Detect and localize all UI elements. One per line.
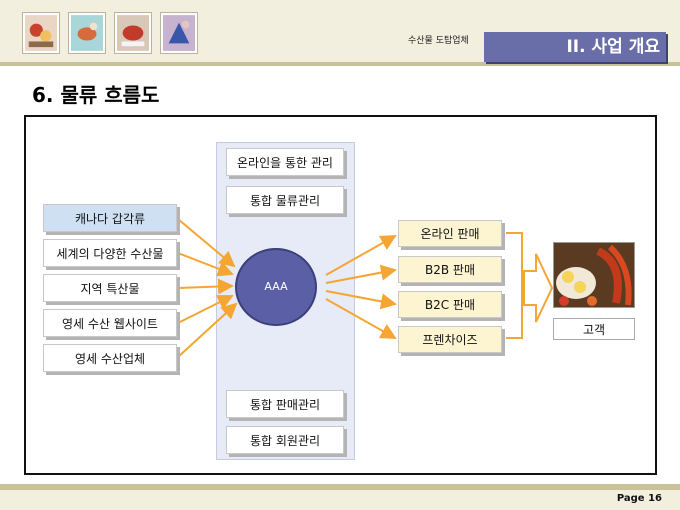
footer-rule: [0, 484, 680, 490]
customer-photo-icon: [553, 242, 635, 308]
section-title: II. 사업 개요: [566, 37, 660, 57]
service-box-online-management: 온라인을 통한 관리: [226, 148, 344, 176]
source-arrow-2: [177, 252, 234, 277]
source-arrow-1: [177, 218, 236, 268]
source-box-5: 영세 수산업체: [43, 344, 177, 372]
channel-box-b2c: B2C 판매: [398, 291, 502, 318]
page-number: Page 16: [616, 493, 662, 504]
source-box-2: 세계의 다양한 수산물: [43, 239, 177, 267]
source-arrow-3: [177, 278, 234, 295]
channel-box-online: 온라인 판매: [398, 220, 502, 247]
company-name: 수산물 도탑업체: [408, 36, 469, 46]
hub-label: AAA: [264, 280, 288, 293]
source-arrow-5: [177, 302, 238, 358]
thumbnail-photo-3-icon: [114, 12, 152, 54]
thumbnail-photo-2-icon: [68, 12, 106, 54]
section-badge: [484, 32, 666, 62]
customer-arrow: [523, 253, 554, 323]
channel-box-b2b: B2B 판매: [398, 256, 502, 283]
footer-band: [0, 490, 680, 510]
hub-node: [235, 248, 317, 326]
thumbnail-photo-1-icon: [22, 12, 60, 54]
channel-bracket: [506, 232, 523, 339]
service-box-logistics: 통합 물류관리: [226, 186, 344, 214]
service-box-sales: 통합 판매관리: [226, 390, 344, 418]
source-box-1: 캐나다 갑각류: [43, 204, 177, 232]
channel-arrow-1: [325, 235, 397, 276]
channel-box-franchise: 프렌차이즈: [398, 326, 502, 353]
thumbnail-photo-4-icon: [160, 12, 198, 54]
service-box-members: 통합 회원관리: [226, 426, 344, 454]
customer-box: 고객: [553, 318, 635, 340]
channel-arrow-2: [325, 264, 397, 284]
source-box-4: 영세 수산 웹사이트: [43, 309, 177, 337]
source-box-3: 지역 특산물: [43, 274, 177, 302]
channel-arrow-3: [325, 290, 397, 310]
page-title: 6. 물류 흐름도: [32, 83, 160, 107]
channel-arrow-4: [325, 298, 397, 339]
source-arrow-4: [177, 295, 234, 324]
header-rule: [0, 62, 680, 66]
